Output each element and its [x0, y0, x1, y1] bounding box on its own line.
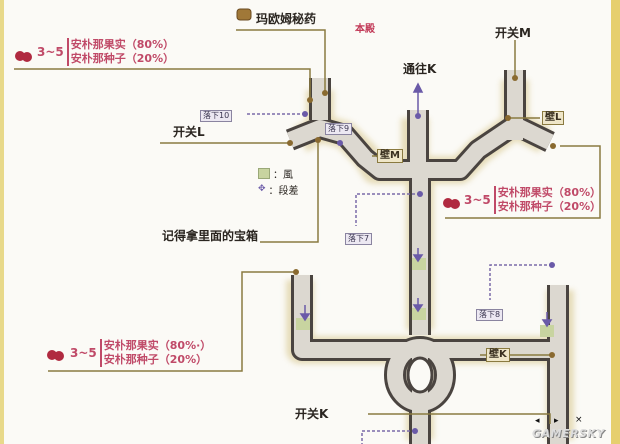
drop-8-tag: 落下8	[476, 309, 504, 321]
label-treasure-top: 玛欧姆秘药	[256, 12, 317, 26]
to-k-arrow	[412, 82, 424, 116]
wall-l-tag: 壁L	[542, 111, 565, 125]
page-frame-right	[611, 0, 620, 444]
map-legend: ：風 ✥：段差	[258, 165, 299, 197]
item-drop-bottom-left: 3~5 安朴那果实（80%·）安朴那种子（20%）	[70, 339, 212, 367]
label-switch-l: 开关L	[173, 125, 205, 139]
leader-lines	[14, 29, 601, 424]
drop-10-tag: 落下10	[200, 110, 233, 122]
prev-image-button[interactable]: ◂	[535, 416, 540, 426]
label-switch-k: 开关K	[295, 407, 329, 421]
treasure-chest-icon	[236, 8, 252, 21]
label-switch-m: 开关M	[495, 26, 531, 40]
item-icons	[15, 51, 460, 361]
drop-9-tag: 落下9	[325, 123, 353, 135]
label-remember-chest: 记得拿里面的宝箱	[162, 229, 259, 243]
next-image-button[interactable]: ▸	[554, 416, 559, 426]
item-drop-right: 3~5 安朴那果实（80%）安朴那种子（20%）	[464, 186, 602, 214]
step-arrow-icon: ✥	[258, 184, 266, 194]
wind-tiles	[296, 258, 554, 337]
wall-k-tag: 壁K	[486, 348, 510, 362]
legend-step: ✥：段差	[258, 184, 299, 197]
drop-points	[302, 111, 555, 434]
item-drop-top-left: 3~5 安朴那果实（80%）安朴那种子（20%）	[37, 38, 175, 66]
step-arrows	[299, 248, 553, 328]
label-to-k: 通往K	[403, 62, 437, 76]
close-button[interactable]: ×	[575, 415, 583, 425]
drop-7-tag: 落下7	[345, 233, 373, 245]
wall-m-tag: 壁M	[377, 149, 403, 163]
drop-paths	[246, 113, 552, 444]
wind-tile-icon	[258, 167, 270, 179]
watermark: GAMERSKY	[532, 427, 605, 440]
page-frame-left	[0, 0, 4, 444]
legend-wind: ：風	[258, 165, 299, 181]
area-title: 本殿	[355, 24, 375, 35]
